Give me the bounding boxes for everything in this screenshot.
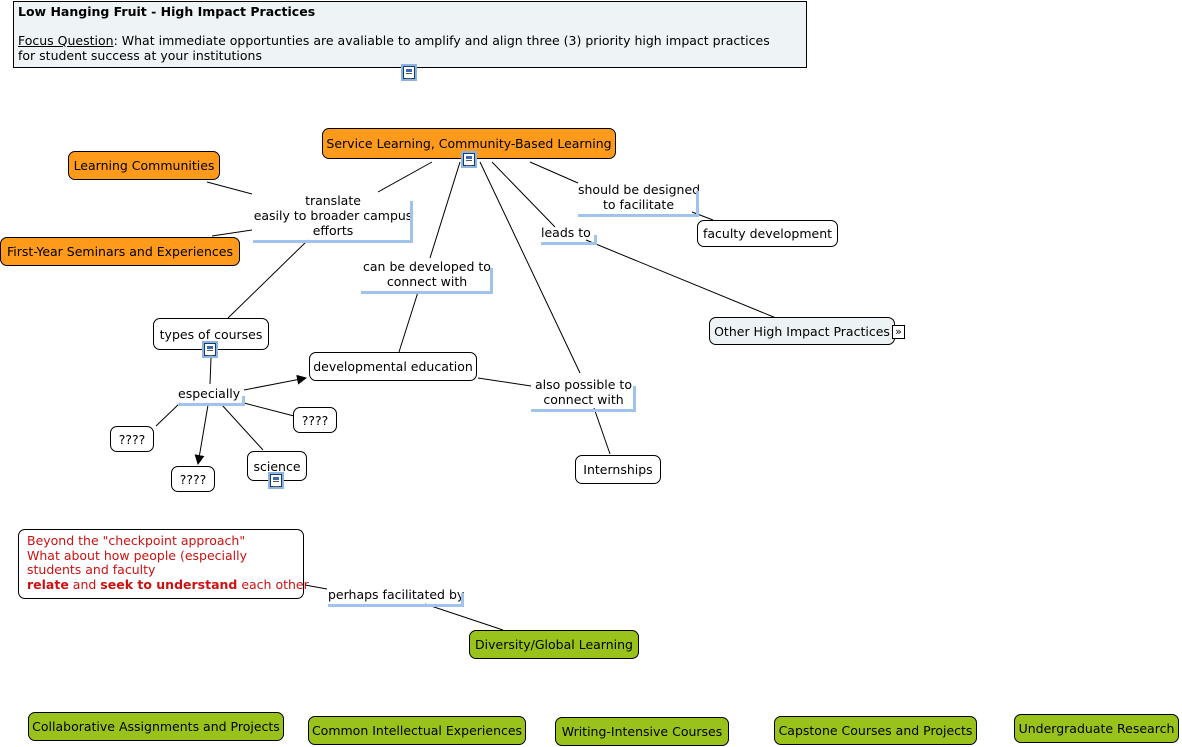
node-other-high-impact-practices[interactable]: Other High Impact Practices xyxy=(709,317,895,345)
focus-question-label: Focus Question xyxy=(18,33,114,48)
node-unknown-1[interactable]: ???? xyxy=(110,426,154,452)
node-diversity-global-learning[interactable]: Diversity/Global Learning xyxy=(469,630,639,659)
document-icon[interactable] xyxy=(270,474,282,487)
map-title: Low Hanging Fruit - High Impact Practice… xyxy=(18,4,316,19)
link-leads-to[interactable]: leads to xyxy=(541,225,597,245)
node-unknown-2[interactable]: ???? xyxy=(171,466,215,492)
focus-question-box: Low Hanging Fruit - High Impact Practice… xyxy=(13,1,807,68)
node-common-intellectual-experiences[interactable]: Common Intellectual Experiences xyxy=(308,716,526,745)
node-developmental-education[interactable]: developmental education xyxy=(309,352,477,381)
node-learning-communities[interactable]: Learning Communities xyxy=(68,151,220,180)
document-icon[interactable] xyxy=(463,153,475,166)
link-perhaps-facilitated-by[interactable]: perhaps facilitated by xyxy=(328,587,464,607)
link-can-be-developed[interactable]: can be developed to connect with xyxy=(361,259,493,294)
node-first-year-seminars[interactable]: First-Year Seminars and Experiences xyxy=(0,237,240,266)
node-capstone-courses[interactable]: Capstone Courses and Projects xyxy=(774,716,977,745)
node-faculty-development[interactable]: faculty development xyxy=(697,220,838,247)
node-writing-intensive-courses[interactable]: Writing-Intensive Courses xyxy=(555,717,729,746)
node-undergraduate-research[interactable]: Undergraduate Research xyxy=(1014,714,1179,743)
expand-icon[interactable]: » xyxy=(892,325,905,339)
link-should-be-designed[interactable]: should be designed to facilitate xyxy=(578,182,700,217)
node-collaborative-assignments[interactable]: Collaborative Assignments and Projects xyxy=(28,712,284,741)
focus-question-text: Focus Question: What immediate opportunt… xyxy=(18,33,770,48)
node-unknown-3[interactable]: ???? xyxy=(293,407,337,433)
document-icon[interactable] xyxy=(403,66,415,79)
link-also-possible[interactable]: also possible to connect with xyxy=(531,377,636,412)
node-beyond-checkpoint[interactable]: Beyond the "checkpoint approach" What ab… xyxy=(18,529,309,599)
focus-question-text-2: for student success at your institutions xyxy=(18,48,262,63)
link-especially[interactable]: especially xyxy=(178,386,245,406)
link-translate[interactable]: translate easily to broader campus effor… xyxy=(253,193,413,243)
document-icon[interactable] xyxy=(204,343,216,356)
node-internships[interactable]: Internships xyxy=(575,455,661,484)
